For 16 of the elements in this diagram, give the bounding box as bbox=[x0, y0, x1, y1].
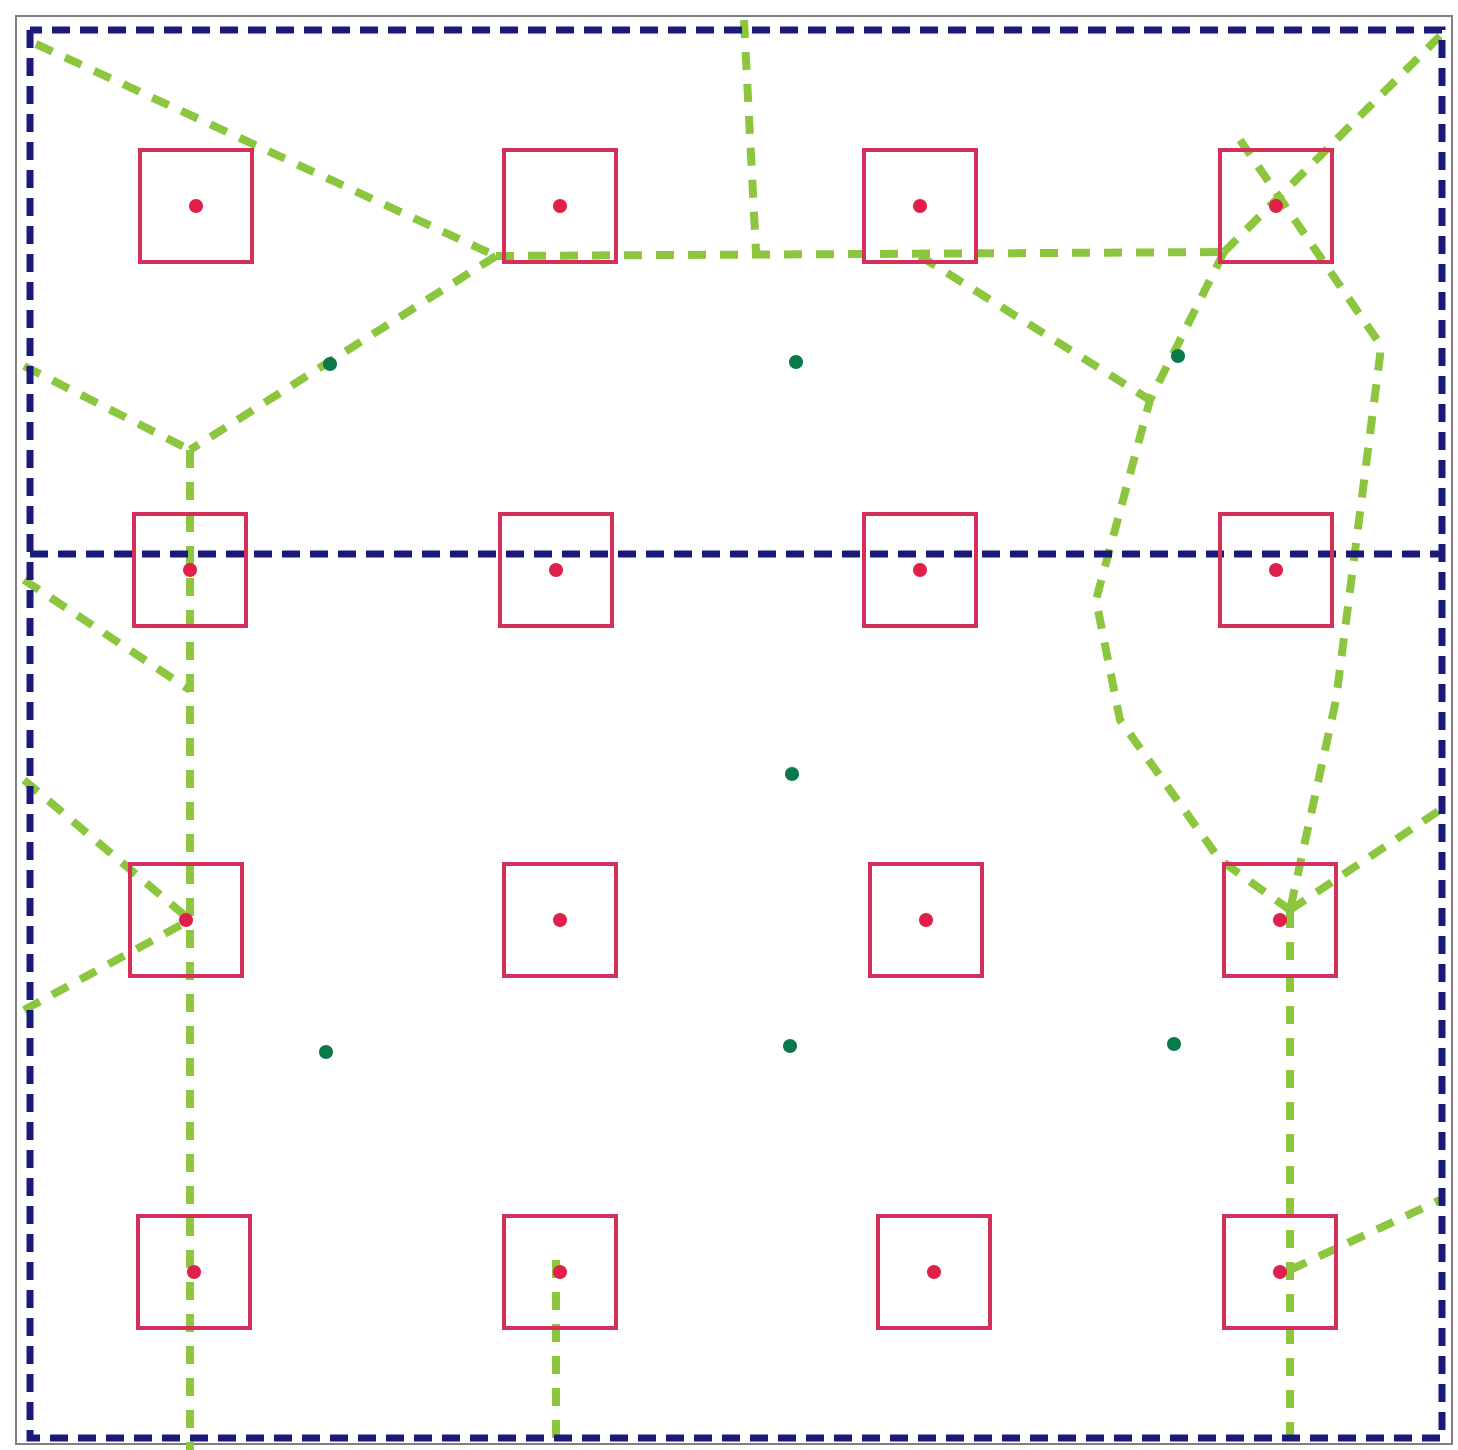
square-box bbox=[132, 512, 248, 628]
square-box bbox=[862, 512, 978, 628]
square-box bbox=[502, 148, 618, 264]
square-box bbox=[502, 862, 618, 978]
square-box bbox=[1222, 1214, 1338, 1330]
square-box bbox=[128, 862, 244, 978]
square-box bbox=[868, 862, 984, 978]
square-box bbox=[862, 148, 978, 264]
square-box bbox=[876, 1214, 992, 1330]
square-box bbox=[502, 1214, 618, 1330]
square-box bbox=[136, 1214, 252, 1330]
square-box bbox=[138, 148, 254, 264]
square-box bbox=[1218, 148, 1334, 264]
square-box bbox=[1218, 512, 1334, 628]
square-box bbox=[498, 512, 614, 628]
square-box bbox=[1222, 862, 1338, 978]
